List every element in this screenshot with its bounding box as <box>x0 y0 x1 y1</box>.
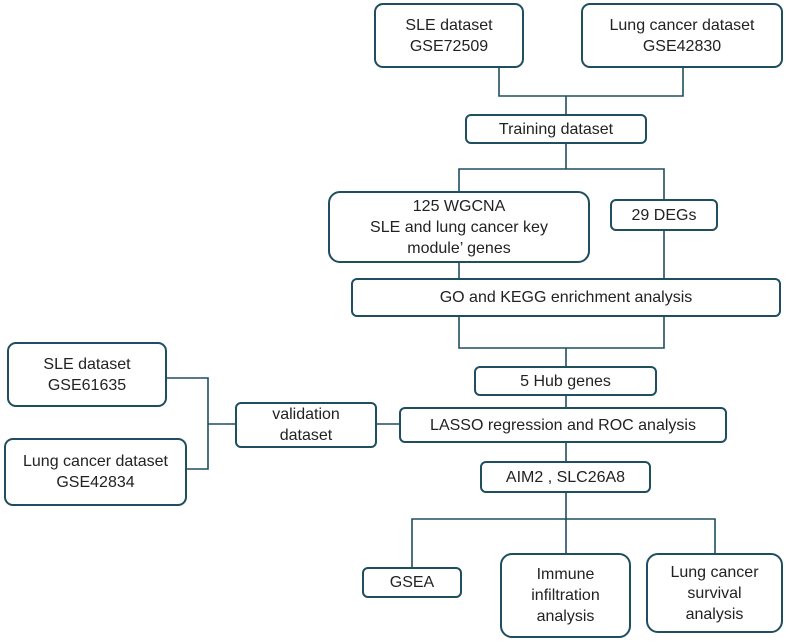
key-genes-box: AIM2 , SLC26A8 <box>480 461 651 493</box>
node-line: Immune <box>536 566 595 583</box>
lung-cancer-validation-dataset-box: Lung cancer dataset GSE42834 <box>4 438 187 506</box>
node-line: survival <box>687 584 742 602</box>
node-line: 125 WGCNA <box>412 197 506 215</box>
lasso-roc-box: LASSO regression and ROC analysis <box>399 407 727 443</box>
node-line: 5 Hub genes <box>520 372 611 390</box>
sle-training-dataset-box: SLE dataset GSE72509 <box>374 3 524 68</box>
node-line: analysis <box>685 605 744 623</box>
node-line: GSE61635 <box>47 376 127 394</box>
node-line: SLE and lung cancer key <box>370 218 548 236</box>
node-line: Lung cancer dataset <box>23 453 168 470</box>
sle-validation-dataset-box: SLE dataset GSE61635 <box>7 342 167 407</box>
training-dataset-box: Training dataset <box>465 114 647 144</box>
validation-dataset-box: validation dataset <box>235 402 377 448</box>
gsea-box: GSEA <box>362 567 462 598</box>
node-line: LASSO regression and ROC analysis <box>430 416 696 434</box>
degs-box: 29 DEGs <box>610 199 718 231</box>
node-line: SLE dataset <box>43 355 131 373</box>
node-line: AIM2 , SLC26A8 <box>505 468 626 486</box>
lung-cancer-training-dataset-box: Lung cancer dataset GSE42830 <box>581 3 783 68</box>
node-line: Training dataset <box>498 120 614 138</box>
node-line: 29 DEGs <box>631 206 697 224</box>
go-kegg-enrichment-box: GO and KEGG enrichment analysis <box>351 278 781 317</box>
lung-cancer-survival-box: Lung cancer survival analysis <box>646 553 783 633</box>
node-line: GSE72509 <box>409 37 489 55</box>
node-line: GSE42834 <box>56 474 135 491</box>
node-line: GSE42830 <box>642 37 722 55</box>
node-line: GO and KEGG enrichment analysis <box>439 289 693 306</box>
node-line: Lung cancer <box>670 563 759 581</box>
node-line: Lung cancer dataset <box>609 16 755 34</box>
node-line: GSEA <box>389 574 435 591</box>
hub-genes-box: 5 Hub genes <box>474 366 657 396</box>
node-line: dataset <box>279 427 333 444</box>
node-line: infiltration <box>531 587 600 604</box>
wgcna-genes-box: 125 WGCNA SLE and lung cancer key module… <box>328 191 590 263</box>
node-line: SLE dataset <box>405 16 493 34</box>
node-line: module’ genes <box>407 239 511 257</box>
node-line: analysis <box>536 608 595 625</box>
immune-infiltration-box: Immune infiltration analysis <box>500 553 631 638</box>
node-line: validation <box>272 406 340 423</box>
